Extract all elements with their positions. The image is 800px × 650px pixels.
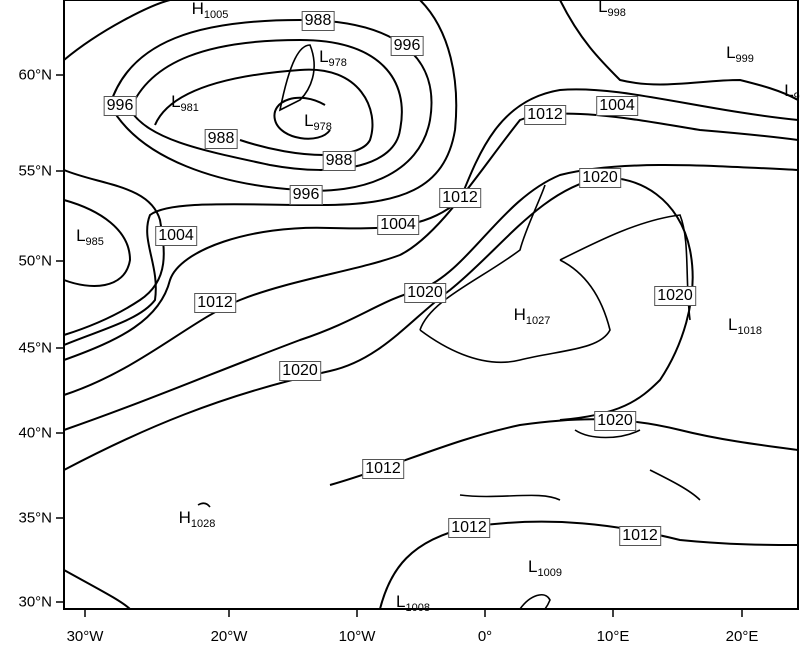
coastline <box>419 184 611 364</box>
lat-tick-label: 50°N <box>18 252 52 270</box>
pressure-center: L981 <box>171 91 199 115</box>
pressure-center: L1018 <box>728 314 762 338</box>
pressure-center: L998 <box>598 0 626 20</box>
pressure-center: L1009 <box>528 556 562 580</box>
isobar <box>273 96 331 140</box>
contour-label: 988 <box>204 129 238 149</box>
contour-label: 988 <box>322 151 356 171</box>
pressure-center: H1028 <box>178 507 216 531</box>
isobar <box>129 38 403 171</box>
coastline <box>559 214 691 321</box>
isobar <box>63 169 165 336</box>
isobar <box>559 0 799 101</box>
lon-tick-label: 20°W <box>210 628 248 645</box>
isobar <box>63 520 799 610</box>
isobar <box>329 418 799 486</box>
isobar <box>63 112 799 396</box>
coastlines <box>197 44 701 610</box>
contour-label: 1020 <box>579 168 621 188</box>
contour-label: 1020 <box>404 283 446 303</box>
pressure-center: L9 <box>784 80 800 104</box>
pressure-center: L978 <box>319 46 347 70</box>
pressure-center: L1008 <box>396 591 430 615</box>
axis-ticks <box>56 74 743 617</box>
contour-label: 996 <box>103 96 137 116</box>
coastline <box>278 44 315 112</box>
pressure-center: L985 <box>76 225 104 249</box>
lat-tick-label: 55°N <box>18 162 52 180</box>
contour-label: 1020 <box>279 361 321 381</box>
lat-tick-label: 30°N <box>18 593 52 611</box>
contour-label: 1012 <box>362 459 404 479</box>
lon-tick-label: 0° <box>477 628 493 645</box>
pressure-center: L999 <box>726 42 754 66</box>
isobar <box>63 176 694 471</box>
contour-label: 1012 <box>524 105 566 125</box>
lat-tick-label: 60°N <box>18 66 52 84</box>
contour-label: 1012 <box>619 526 661 546</box>
coastline <box>519 593 551 610</box>
pressure-center: H1005 <box>191 0 229 22</box>
lat-tick-label: 45°N <box>18 339 52 357</box>
contour-label: 1020 <box>594 411 636 431</box>
pressure-center: H1027 <box>513 304 551 328</box>
lat-tick-label: 35°N <box>18 509 52 527</box>
contour-label: 1004 <box>596 96 638 116</box>
contour-label: 1012 <box>448 518 490 538</box>
contour-label: 1012 <box>439 188 481 208</box>
lon-tick-label: 10°W <box>338 628 376 645</box>
contour-label: 988 <box>301 11 335 31</box>
contour-label: 1020 <box>654 286 696 306</box>
lon-tick-label: 30°W <box>66 628 104 645</box>
contour-label: 1004 <box>155 226 197 246</box>
isobar <box>63 88 799 361</box>
contour-label: 996 <box>289 185 323 205</box>
isobar <box>109 18 433 192</box>
lat-tick-label: 40°N <box>18 424 52 442</box>
contour-label: 1012 <box>194 293 236 313</box>
lon-tick-label: 10°E <box>596 628 630 645</box>
isobar <box>63 0 458 346</box>
isobars <box>63 0 799 610</box>
coastline <box>197 502 211 508</box>
contour-label: 1004 <box>377 215 419 235</box>
pressure-center: L978 <box>304 110 332 134</box>
coastline <box>459 429 701 501</box>
map-frame <box>63 0 799 610</box>
contour-label: 996 <box>390 36 424 56</box>
lon-tick-label: 20°E <box>725 628 759 645</box>
